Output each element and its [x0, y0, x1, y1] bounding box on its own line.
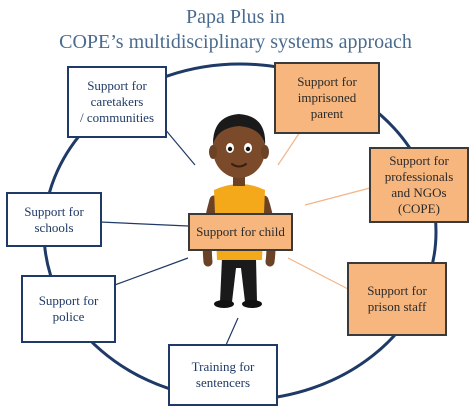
diagram-title-line1: Papa Plus in [186, 6, 285, 28]
diagram-title-line2: COPE’s multidisciplinary systems approac… [59, 31, 412, 53]
connector-lines [99, 127, 371, 346]
connector-police [111, 257, 189, 287]
node-support-caretakers: Support for caretakers / communities [67, 66, 167, 138]
connector-schools [99, 221, 189, 227]
node-support-child-label: Support for child [196, 224, 285, 239]
connector-training [225, 317, 239, 346]
node-support-imprisoned-parent-label: Support for imprisoned parent [297, 74, 357, 121]
boy-figure [202, 114, 276, 308]
node-support-schools-label: Support for schools [24, 203, 84, 235]
node-support-police-label: Support for police [38, 293, 99, 324]
node-support-police: Support for police [21, 275, 116, 343]
connector-imprisoned [277, 131, 301, 166]
node-support-prison-staff-label: Support for prison staff [367, 283, 427, 314]
node-support-professionals: Support for professionals and NGOs (COPE… [369, 147, 469, 223]
node-training-sentencers-label: Training for sentencers [191, 359, 255, 390]
node-training-sentencers: Training for sentencers [168, 344, 278, 406]
node-support-schools: Support for schools [6, 192, 102, 247]
connector-prison-staff [287, 257, 351, 291]
node-support-caretakers-label: Support for caretakers / communities [79, 78, 155, 125]
node-support-child: Support for child [188, 213, 293, 251]
node-support-prison-staff: Support for prison staff [347, 262, 447, 336]
connector-caretakers [163, 127, 196, 166]
node-support-professionals-label: Support for professionals and NGOs (COPE… [384, 153, 454, 216]
connector-professionals [304, 187, 371, 206]
node-support-imprisoned-parent: Support for imprisoned parent [274, 62, 380, 134]
